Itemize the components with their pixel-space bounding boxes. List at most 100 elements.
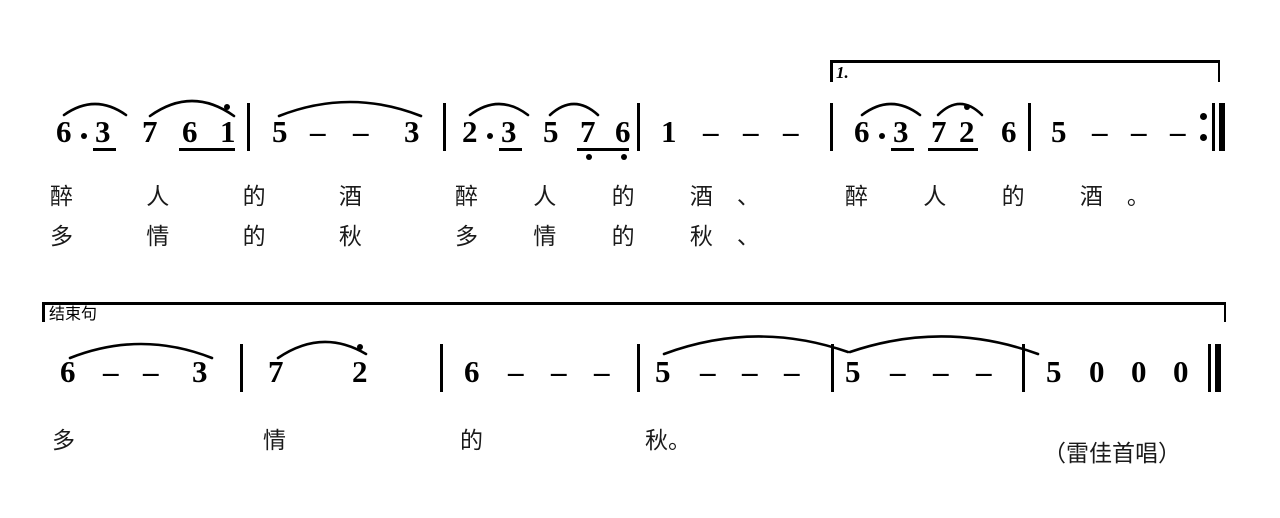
dash-m4-4: – [783,114,799,149]
dash-m4-3: – [743,114,759,149]
lyric-v2-g2: 多 情 的 秋、 [455,224,784,250]
note-m9-1: 6 [464,354,480,389]
note-m5-5: 6 [1001,114,1017,149]
note-m3-1: 2 [462,114,478,149]
note-m3-5: 6 [615,114,631,149]
note-m2-4: 3 [404,114,420,149]
lyric-v2-g1: 多 情 的 秋 [50,224,395,250]
note-m5-1: 6 [854,114,870,149]
barline-2 [443,103,446,151]
barline-1 [247,103,250,151]
note-m5-3: 7 [931,114,947,149]
slur-m1-a [62,102,128,117]
octave-down-dot-m3-5 [621,154,627,160]
slur-m7 [68,342,214,360]
lyric-v1-g3: 醉 人 的 酒。 [845,184,1174,210]
volta-first-ending-bracket [830,60,1220,82]
augmentation-dot-m1-1 [81,133,87,139]
note-m7-1: 6 [60,354,76,389]
dash-m9-3: – [551,354,567,389]
beam-m1-2 [93,148,116,151]
dash-m10-2: – [700,354,716,389]
repeat-thin-barline [1212,103,1215,151]
note-m8-1: 7 [268,354,284,389]
beam-m3-2 [499,148,522,151]
dash-m6-2: – [1092,114,1108,149]
volta-label: 1. [836,63,849,82]
dash-m9-4: – [594,354,610,389]
octave-up-dot-m1-5 [224,104,230,110]
note-m10-1: 5 [655,354,671,389]
beam-m3-45 [577,148,629,151]
note-m1-5: 1 [220,114,236,149]
dash-m6-4: – [1170,114,1186,149]
lyric-v1-g1: 醉 人 的 酒 [50,184,395,210]
note-m4-1: 1 [661,114,677,149]
barline-8 [637,344,640,392]
barline-9 [831,344,834,392]
note-m12-1: 5 [1046,354,1062,389]
slur-m3-b [548,102,600,117]
final-thin-barline [1208,344,1211,392]
slur-m3-a [468,102,530,117]
note-m3-3: 5 [543,114,559,149]
note-m1-2: 3 [95,114,111,149]
note-m12-2: 0 [1089,354,1105,389]
augmentation-dot-m3-1 [487,133,493,139]
repeat-sign-dots [1200,113,1207,141]
dash-m7-3: – [143,354,159,389]
lyric-s2-1: 多 [52,428,75,454]
dash-m4-2: – [703,114,719,149]
lyric-v1-g2: 醉 人 的 酒、 [455,184,784,210]
note-m5-4: 2 [959,114,975,149]
note-m11-1: 5 [845,354,861,389]
barline-4 [830,103,833,151]
dash-m10-3: – [742,354,758,389]
note-m2-1: 5 [272,114,288,149]
slur-m2 [277,100,423,118]
octave-up-dot-m5-4 [964,104,970,110]
ending-phrase-label: 结束句 [49,304,98,323]
tie-m11-m12 [848,335,1040,356]
note-m7-4: 3 [192,354,208,389]
barline-3 [637,103,640,151]
repeat-thick-barline [1219,103,1225,151]
beam-m5-34 [928,148,978,151]
ending-phrase-bracket [42,302,1226,322]
lyric-s2-3: 的 [460,428,483,454]
note-m5-2: 3 [893,114,909,149]
dash-m7-2: – [103,354,119,389]
lyric-s2-2: 情 [263,428,286,454]
beam-m1-45 [179,148,235,151]
dash-m9-2: – [508,354,524,389]
dash-m2-2: – [310,114,326,149]
note-m1-1: 6 [56,114,72,149]
barline-6 [240,344,243,392]
dash-m11-2: – [890,354,906,389]
note-m8-2: 2 [352,354,368,389]
slur-m5-a [860,102,922,117]
barline-7 [440,344,443,392]
lyric-s2-4: 秋。 [645,428,691,454]
dash-m11-3: – [933,354,949,389]
tie-m10-m11 [662,335,850,356]
note-m6-1: 5 [1051,114,1067,149]
note-m3-2: 3 [501,114,517,149]
barline-10 [1022,344,1025,392]
final-thick-barline [1215,344,1221,392]
dash-m6-3: – [1131,114,1147,149]
barline-5 [1028,103,1031,151]
dash-m11-4: – [976,354,992,389]
beam-m5-2 [891,148,914,151]
note-m12-3: 0 [1131,354,1147,389]
note-m12-4: 0 [1173,354,1189,389]
note-m3-4: 7 [580,114,596,149]
slur-m5-b [936,102,984,117]
octave-down-dot-m3-4 [586,154,592,160]
slur-m1-b [148,99,236,118]
credit-line: （雷佳首唱） [1043,441,1181,467]
augmentation-dot-m5-1 [879,133,885,139]
note-m1-3: 7 [142,114,158,149]
dash-m10-4: – [784,354,800,389]
